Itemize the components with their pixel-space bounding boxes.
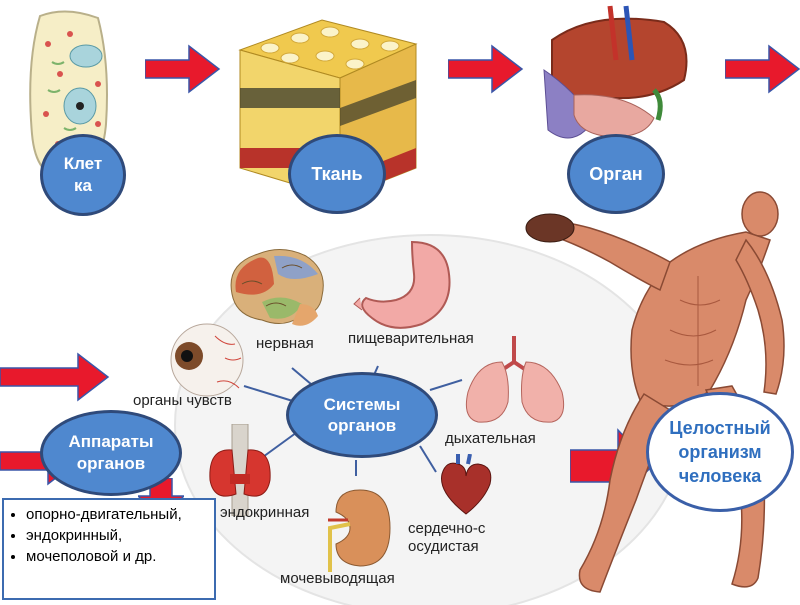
- heart-image: [436, 454, 496, 518]
- apparatus-label: Аппараты органов: [59, 431, 163, 475]
- eye-image: [165, 318, 247, 400]
- organism-label: Целостный организм человека: [661, 416, 779, 488]
- label-urinary: мочевыводящая: [280, 570, 398, 588]
- stomach-image: [352, 238, 470, 334]
- label-sensory: органы чувств: [133, 392, 232, 410]
- systems-oval: Системы органов: [286, 372, 438, 458]
- list-item: опорно-двигательный,: [26, 504, 214, 525]
- label-nervous: нервная: [256, 335, 314, 353]
- kidney-image: [326, 484, 396, 572]
- list-item: эндокринный,: [26, 525, 214, 546]
- apparatus-list: опорно-двигательный, эндокринный, мочепо…: [2, 498, 216, 600]
- label-digestive: пищеварительная: [348, 330, 476, 348]
- label-respiratory: дыхательная: [445, 430, 536, 448]
- apparatus-oval: Аппараты органов: [40, 410, 182, 496]
- label-cardiovascular: сердечно-сосудистая: [408, 520, 490, 556]
- organism-oval: Целостный организм человека: [646, 392, 794, 512]
- list-item: мочеполовой и др.: [26, 546, 214, 567]
- label-endocrine: эндокринная: [220, 504, 316, 522]
- systems-label: Системы органов: [301, 394, 423, 436]
